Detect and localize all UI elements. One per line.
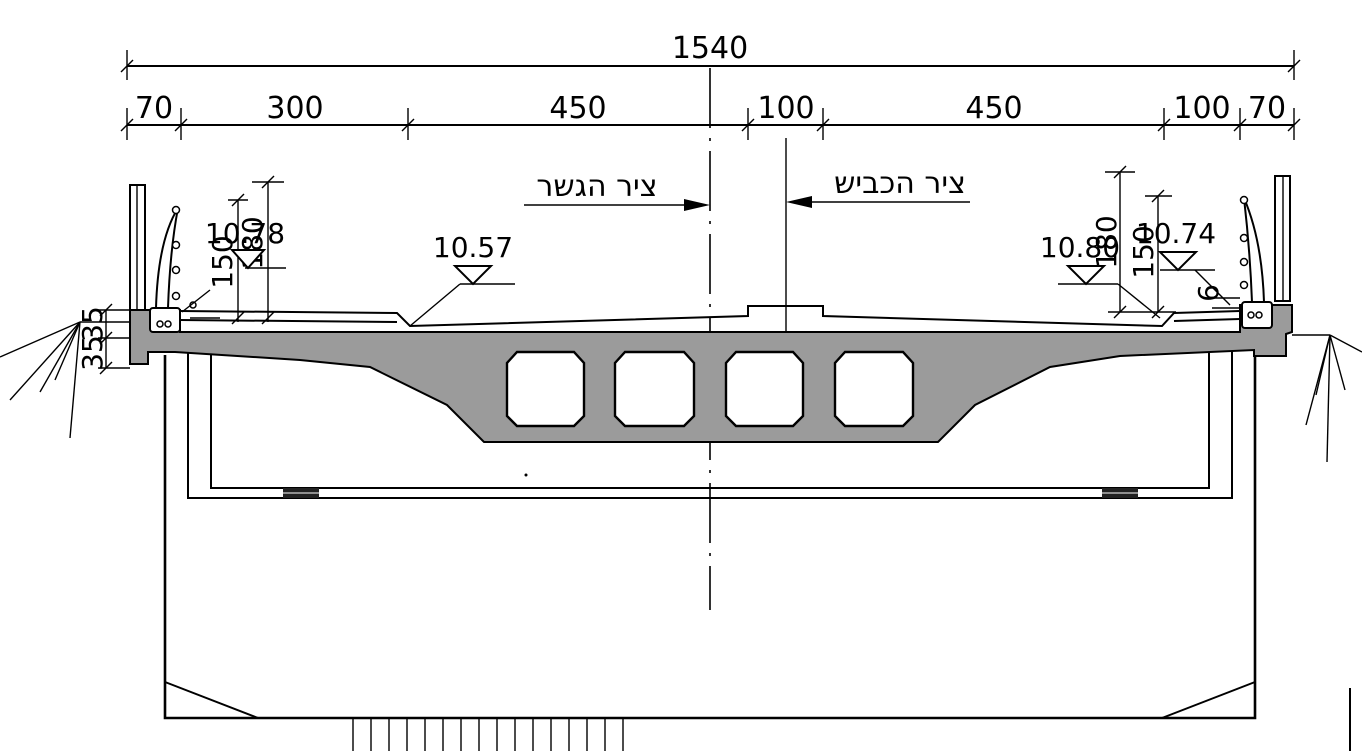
level-marker-right-edge: [1157, 251, 1199, 272]
center-left-level: 10.57: [409, 231, 515, 327]
segment-dim-7: 70: [1248, 91, 1286, 126]
left-dim-150: 150: [206, 235, 239, 288]
level-right-edge: 10.74: [1136, 217, 1216, 250]
segment-dim-5: 450: [965, 91, 1022, 126]
vertical-dim-lower: 35: [76, 335, 109, 371]
left-embankment: [0, 321, 130, 439]
right-local-dimensions: 180 150 6 10.80 10.74: [1040, 165, 1240, 319]
segment-dim-1: 70: [135, 91, 173, 126]
bridge-axis-label: ציר הגשר: [524, 169, 710, 211]
box-cell-3: [724, 350, 805, 428]
level-right-inner: 10.80: [1040, 231, 1120, 264]
left-local-dimensions: 150 180 10.78: [181, 175, 286, 325]
right-dim-150: 150: [1127, 225, 1160, 278]
deck-section: [129, 304, 1293, 443]
overall-dimension-value: 1540: [672, 31, 748, 66]
right-dim-6: 6: [1192, 284, 1225, 302]
level-marker-right-inner: [1065, 265, 1107, 286]
segment-dim-2: 300: [266, 91, 323, 126]
svg-text:ציר הכביש: ציר הכביש: [834, 166, 966, 201]
level-marker-left: [229, 249, 267, 270]
overall-dimension: 1540: [120, 31, 1301, 80]
segment-dim-6: 100: [1173, 91, 1230, 126]
level-center-left: 10.57: [433, 231, 513, 264]
right-embankment: [1292, 334, 1362, 463]
pier-outline: [163, 340, 1351, 751]
segment-dim-4: 100: [757, 91, 814, 126]
box-cell-4: [833, 350, 915, 428]
road-axis-label: ציר הכביש: [786, 166, 970, 208]
vertical-dim-upper: 35: [76, 306, 109, 342]
level-left-edge: 10.78: [205, 217, 285, 250]
segment-dimensions: 70 300 450 100 450 100 70: [120, 91, 1301, 140]
left-vertical-dimensions: 35 35: [76, 303, 130, 375]
left-railing: [129, 184, 181, 333]
right-dim-180: 180: [1090, 215, 1123, 268]
right-railing: [1239, 175, 1291, 329]
box-cell-1: [505, 350, 586, 428]
segment-dim-3: 450: [549, 91, 606, 126]
svg-text:ציר הגשר: ציר הגשר: [536, 169, 657, 204]
box-cell-2: [613, 350, 696, 428]
